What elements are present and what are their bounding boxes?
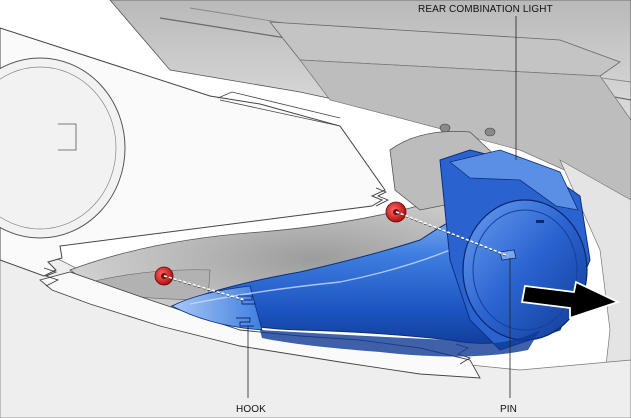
pin-socket — [499, 249, 517, 261]
trim-panel-inner-step — [219, 99, 341, 127]
arrow-right-icon — [520, 280, 621, 320]
lamp-lens-mark — [536, 220, 544, 223]
cavity-bolt — [484, 127, 496, 137]
cavity-bolt — [439, 123, 451, 133]
rear-combination-light-label: REAR COMBINATION LIGHT — [418, 4, 553, 15]
torn-edge — [375, 187, 389, 207]
fuel-door-mark — [58, 123, 77, 151]
alignment-line-lower — [163, 275, 245, 301]
torn-edge — [43, 267, 60, 287]
lamp-highlight — [189, 249, 451, 305]
lamp-lower-shadow — [260, 330, 540, 357]
fuel-door-outline — [0, 57, 126, 239]
alignment-line-lower-shadow — [163, 276, 245, 302]
pin-label: PIN — [500, 404, 517, 415]
hook-label: HOOK — [236, 404, 266, 415]
trunk-seal — [269, 21, 621, 77]
hook-lower — [236, 317, 254, 327]
alignment-line-upper — [395, 211, 509, 257]
right-body-panel — [559, 159, 631, 418]
lamp-tip — [171, 285, 263, 331]
lamp-top-flange — [449, 149, 579, 211]
lamp-lens-rim — [472, 209, 578, 331]
lamp-lens — [462, 199, 588, 341]
alignment-line-upper-shadow — [395, 212, 509, 258]
hook-upper — [238, 295, 256, 305]
fuel-door-inner — [0, 66, 117, 230]
trim-panel-notch — [217, 91, 341, 119]
